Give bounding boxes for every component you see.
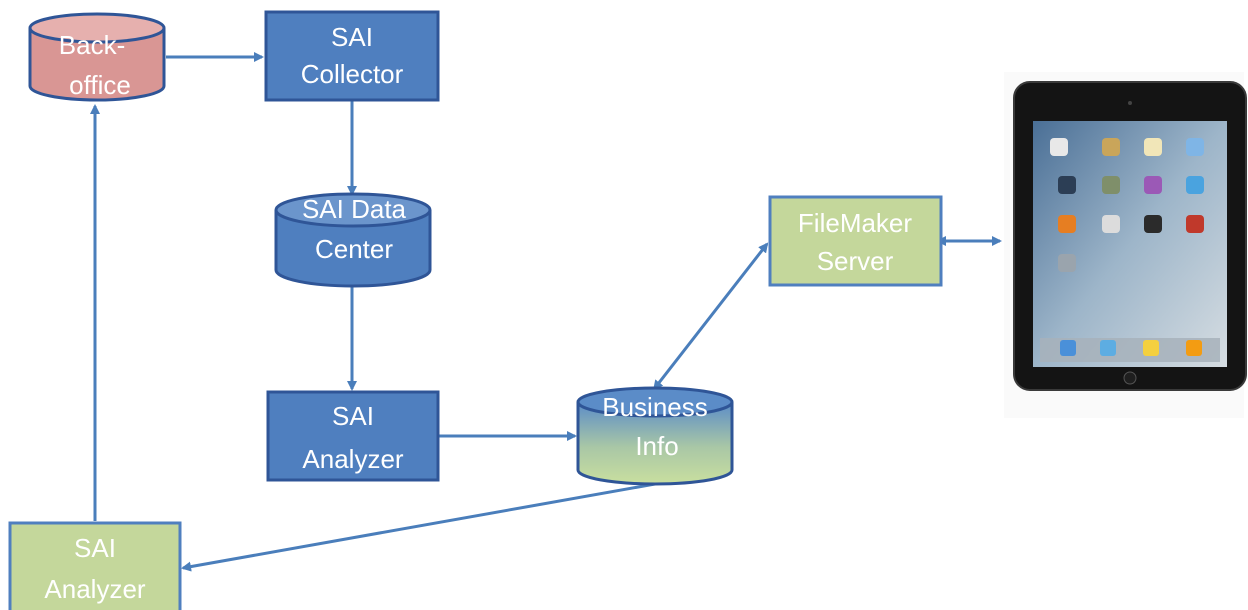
business-info-label-2: Info	[635, 431, 678, 461]
filemaker-server-node: FileMaker Server	[768, 195, 943, 287]
sai-analyzer-main-label-1: SAI	[332, 401, 374, 431]
business-info-node: Business Info	[576, 386, 734, 486]
backoffice-label-1: Back-	[59, 30, 125, 60]
filemaker-server-label-2: Server	[817, 246, 894, 276]
sai-data-center-node: SAI Data Center	[274, 192, 432, 288]
sai-collector-node: SAI Collector	[264, 10, 440, 102]
ipad-screen	[1033, 121, 1227, 367]
arrow-business-info-to-bottom-analyzer	[181, 482, 656, 572]
sai-analyzer-main-node: SAI Analyzer	[266, 390, 440, 482]
ipad-camera	[1128, 101, 1132, 105]
ipad-dock-icons	[1060, 340, 1202, 356]
backoffice-node: Back- office	[28, 12, 166, 102]
ipad-home-button[interactable]	[1123, 371, 1137, 385]
arrow-business-info-filemaker	[653, 242, 769, 391]
sai-collector-label-2: Collector	[301, 59, 404, 89]
ipad-device	[1004, 72, 1247, 418]
sai-analyzer-bottom-label-2: Analyzer	[44, 574, 145, 604]
business-info-label-1: Business	[602, 392, 708, 422]
sai-collector-label-1: SAI	[331, 22, 373, 52]
sai-analyzer-bottom-node: SAI Analyzer	[8, 521, 182, 610]
sai-analyzer-main-label-2: Analyzer	[302, 444, 403, 474]
ipad-app-icons	[1050, 138, 1204, 272]
sai-data-center-label-1: SAI Data	[302, 194, 407, 224]
sai-data-center-label-2: Center	[315, 234, 393, 264]
connectors	[90, 52, 1002, 572]
sai-analyzer-bottom-label-1: SAI	[74, 533, 116, 563]
filemaker-server-label-1: FileMaker	[798, 208, 912, 238]
backoffice-label-2: office	[69, 70, 131, 100]
